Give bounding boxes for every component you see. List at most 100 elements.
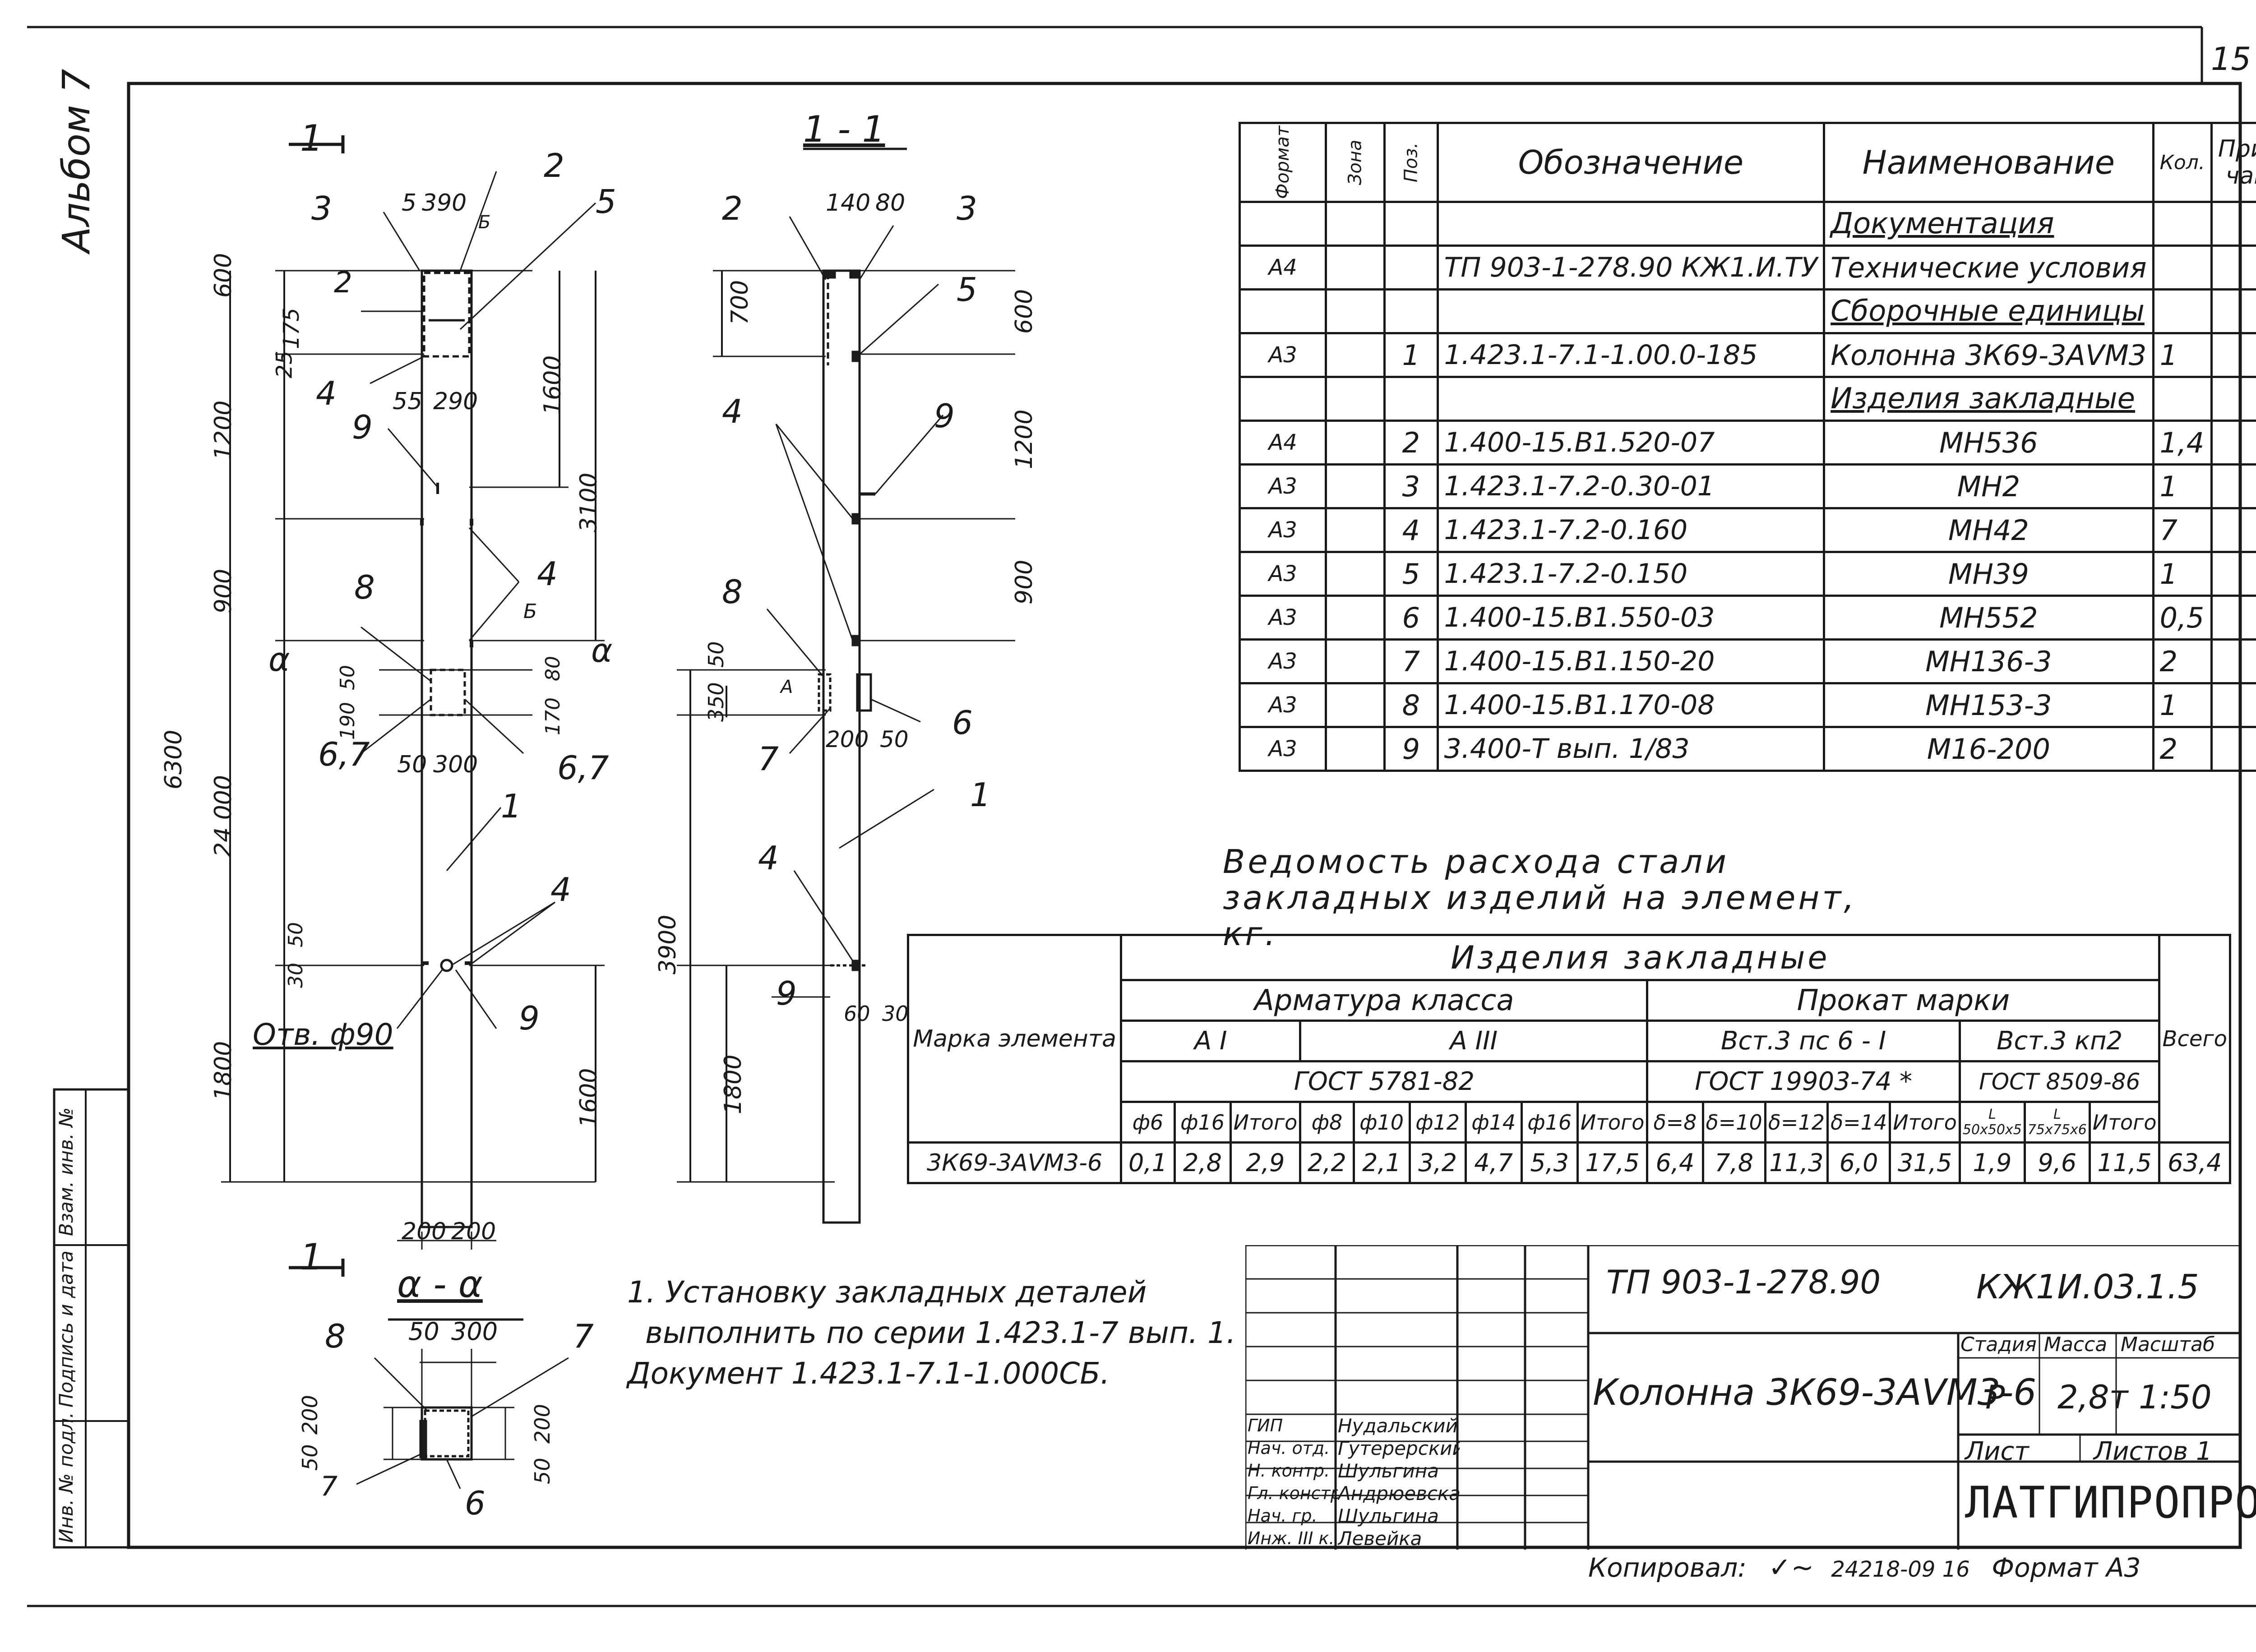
front-callout-1: 1 xyxy=(501,787,522,825)
title-block-grid xyxy=(1245,1245,2240,1550)
section-a-a-dim-50-right: 50 xyxy=(530,1458,555,1484)
steel-col-header: Итого xyxy=(1576,1101,1649,1144)
note-line-3: Документ 1.423.1-7.1-1.000СБ. xyxy=(627,1356,1110,1391)
note-line-2: выполнить по серии 1.423.1-7 вып. 1. xyxy=(645,1315,1236,1350)
front-section-mark-bottom: 1 xyxy=(300,1236,323,1278)
steel-consumption-table: Марка элемента Изделия закладные Всего А… xyxy=(906,934,2231,1184)
front-callout-2b: 2 xyxy=(334,266,352,300)
staff-name: Левейка xyxy=(1338,1527,1422,1550)
spec-qty-cell xyxy=(2152,288,2213,334)
steel-value-cell: 63,4 xyxy=(2158,1141,2231,1184)
spec-qty-cell xyxy=(2152,245,2213,291)
section-1-1-callout-6: 6 xyxy=(952,704,973,742)
spec-format-cell: А3 xyxy=(1238,507,1327,553)
front-dim-25: 25 xyxy=(272,351,297,378)
spec-qty-cell: 2 xyxy=(2152,638,2213,684)
steel-gost-1: ГОСТ 19903-74 * xyxy=(1646,1060,1961,1103)
spec-zone-cell xyxy=(1325,201,1386,247)
steel-value-cell: 0,1 xyxy=(1120,1141,1176,1184)
spec-designation-cell: 1.400-15.В1.550-03 xyxy=(1436,595,1826,641)
front-dim-1600-bottom: 1600 xyxy=(575,1068,602,1128)
section-a-a-title: α - α xyxy=(397,1263,483,1306)
title-sheet-label: Лист xyxy=(1965,1437,2029,1466)
steel-header-rolled: Прокат марки xyxy=(1646,979,2161,1022)
spec-pos-cell: 6 xyxy=(1383,595,1439,641)
front-dim-6300: 6300 xyxy=(160,729,187,789)
steel-col-header: ф10 xyxy=(1352,1101,1411,1144)
spec-format-cell: А3 xyxy=(1238,638,1327,684)
front-dim-1800: 1800 xyxy=(210,1041,237,1101)
spec-note-cell xyxy=(2210,726,2256,772)
spec-zone-cell xyxy=(1325,332,1386,378)
spec-pos-cell: 5 xyxy=(1383,551,1439,597)
front-dim-390: 390 xyxy=(422,189,467,217)
steel-value-cell: 2,9 xyxy=(1229,1141,1302,1184)
spec-zone-cell xyxy=(1325,551,1386,597)
spec-designation-cell xyxy=(1436,201,1826,247)
spec-qty-cell: 1 xyxy=(2152,332,2213,378)
steel-class-AI: А I xyxy=(1120,1020,1302,1062)
steel-gost-armature: ГОСТ 5781-82 xyxy=(1120,1060,1649,1103)
spec-qty-cell: 1,4 xyxy=(2152,420,2213,466)
title-element-name: Колонна 3К69-3АⅤМ3-6 xyxy=(1593,1371,2037,1413)
copied-by-label: Копировал: xyxy=(1588,1552,1747,1583)
staff-role: Нач. отд. xyxy=(1248,1438,1330,1458)
spec-designation-cell: ТП 903-1-278.90 КЖ1.И.ТУ xyxy=(1436,245,1826,291)
spec-pos-cell: 8 xyxy=(1383,682,1439,728)
steel-header-total: Всего xyxy=(2158,934,2231,1144)
spec-note-cell xyxy=(2210,376,2256,422)
spec-format-cell xyxy=(1238,376,1327,422)
spec-note-cell xyxy=(2210,682,2256,728)
section-1-1-callout-1: 1 xyxy=(970,776,991,814)
staff-role: Инж. III к. xyxy=(1248,1528,1335,1548)
steel-col-header: L 50x50x5 xyxy=(1958,1101,2026,1144)
spec-designation-cell: 1.423.1-7.2-0.160 xyxy=(1436,507,1826,553)
spec-note-cell xyxy=(2210,463,2256,509)
front-callout-3: 3 xyxy=(311,189,332,227)
stamp-signature-date: Подпись и дата xyxy=(55,1251,77,1407)
section-1-1-dim-350: 350 xyxy=(704,682,728,722)
spec-zone-cell xyxy=(1325,595,1386,641)
spec-note-cell: м xyxy=(2210,420,2256,466)
specification-table: Формат Зона Поз. Обозначение Наименовани… xyxy=(1238,122,2256,772)
front-dim-55: 55 xyxy=(393,388,423,415)
front-section-mark-top: 1 xyxy=(300,117,323,159)
steel-value-cell: 31,5 xyxy=(1889,1141,1961,1184)
spec-qty-cell xyxy=(2152,376,2213,422)
spec-zone-cell xyxy=(1325,726,1386,772)
staff-role: Гл. констр. xyxy=(1248,1483,1338,1503)
front-hole-label: Отв. ф90 xyxy=(253,1017,393,1052)
section-a-a-dim-50-left: 50 xyxy=(298,1444,322,1471)
spec-format-cell: А3 xyxy=(1238,726,1327,772)
spec-format-cell xyxy=(1238,288,1327,334)
section-1-1-title: 1 - 1 xyxy=(803,108,885,150)
spec-zone-cell xyxy=(1325,682,1386,728)
steel-value-cell: 11,3 xyxy=(1764,1141,1829,1184)
steel-header-armature: Арматура класса xyxy=(1120,979,1649,1022)
spec-name-cell: Колонна 3К69-3АⅤМ3 xyxy=(1823,332,2154,378)
title-mass-label: Масса xyxy=(2044,1333,2108,1356)
front-dim-3100: 3100 xyxy=(575,472,602,532)
spec-zone-cell xyxy=(1325,638,1386,684)
steel-table-caption: Ведомость расхода стали закладных издели… xyxy=(1223,843,1857,953)
steel-col-header: Итого xyxy=(1889,1101,1961,1144)
spec-note-cell xyxy=(2210,245,2256,291)
spec-note-cell: м xyxy=(2210,595,2256,641)
front-dim-200-right: 200 xyxy=(451,1218,496,1245)
spec-designation-cell: 3.400-Т вып. 1/83 xyxy=(1436,726,1826,772)
spec-designation-cell: 1.423.1-7.1-1.00.0-185 xyxy=(1436,332,1826,378)
front-dim-80: 80 xyxy=(541,656,564,681)
copied-by-signature: ✓∼ xyxy=(1768,1552,1814,1583)
title-doc-code: ТП 903-1-278.90 xyxy=(1606,1263,1881,1301)
front-callout-4b: 4 xyxy=(537,555,558,593)
steel-value-cell: 1,9 xyxy=(1958,1141,2026,1184)
spec-row: Изделия закладные xyxy=(1238,376,2256,422)
front-callout-5: 5 xyxy=(596,183,616,221)
